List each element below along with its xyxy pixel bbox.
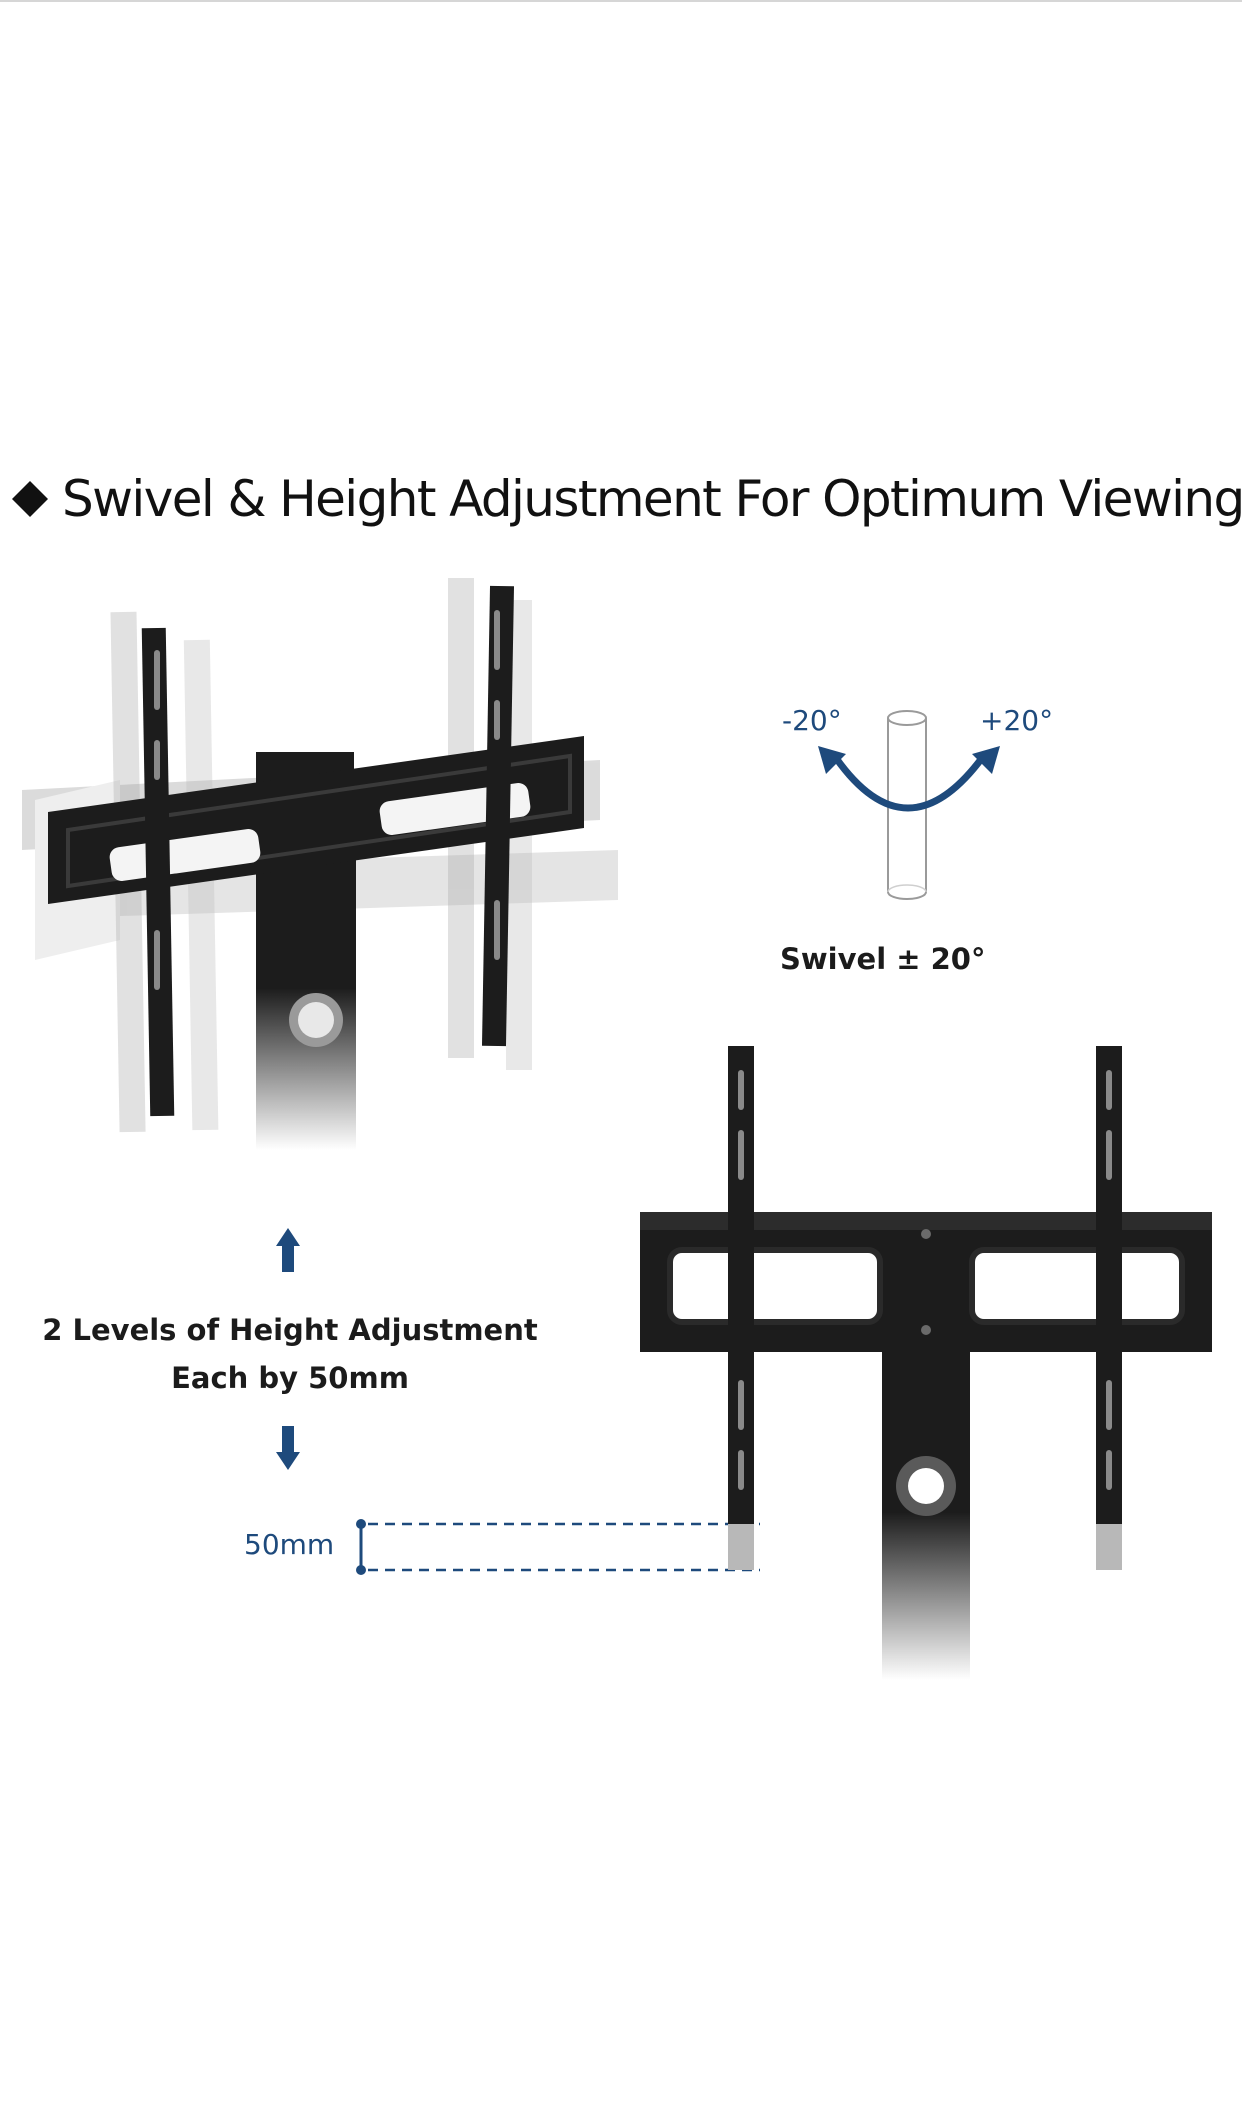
arrow-down-icon (276, 1426, 300, 1470)
swivel-caption: Swivel ± 20° (780, 942, 986, 976)
height-arrows (276, 1228, 300, 1470)
height-line-2: Each by 50mm (171, 1361, 409, 1395)
height-adjustment-text: 2 Levels of Height Adjustment Each by 50… (40, 1306, 540, 1402)
arrow-right-icon (972, 746, 1000, 774)
arrow-left-icon (818, 746, 846, 774)
front-mount-illustration (640, 1046, 1212, 1680)
arrow-up-icon (276, 1228, 300, 1272)
height-line-1: 2 Levels of Height Adjustment (42, 1313, 538, 1347)
swivel-left-angle: -20° (782, 704, 842, 737)
headline-text: Swivel & Height Adjustment For Optimum V… (62, 470, 1242, 528)
top-border (0, 0, 1242, 2)
swivel-mount-illustration (22, 578, 618, 1150)
dimension-lines (356, 1519, 760, 1575)
swivel-diagram (818, 710, 1000, 900)
page-title: Swivel & Height Adjustment For Optimum V… (4, 462, 1242, 536)
swivel-right-angle: +20° (980, 704, 1054, 737)
distance-label: 50mm (244, 1528, 335, 1561)
diamond-bullet-icon (10, 479, 50, 519)
